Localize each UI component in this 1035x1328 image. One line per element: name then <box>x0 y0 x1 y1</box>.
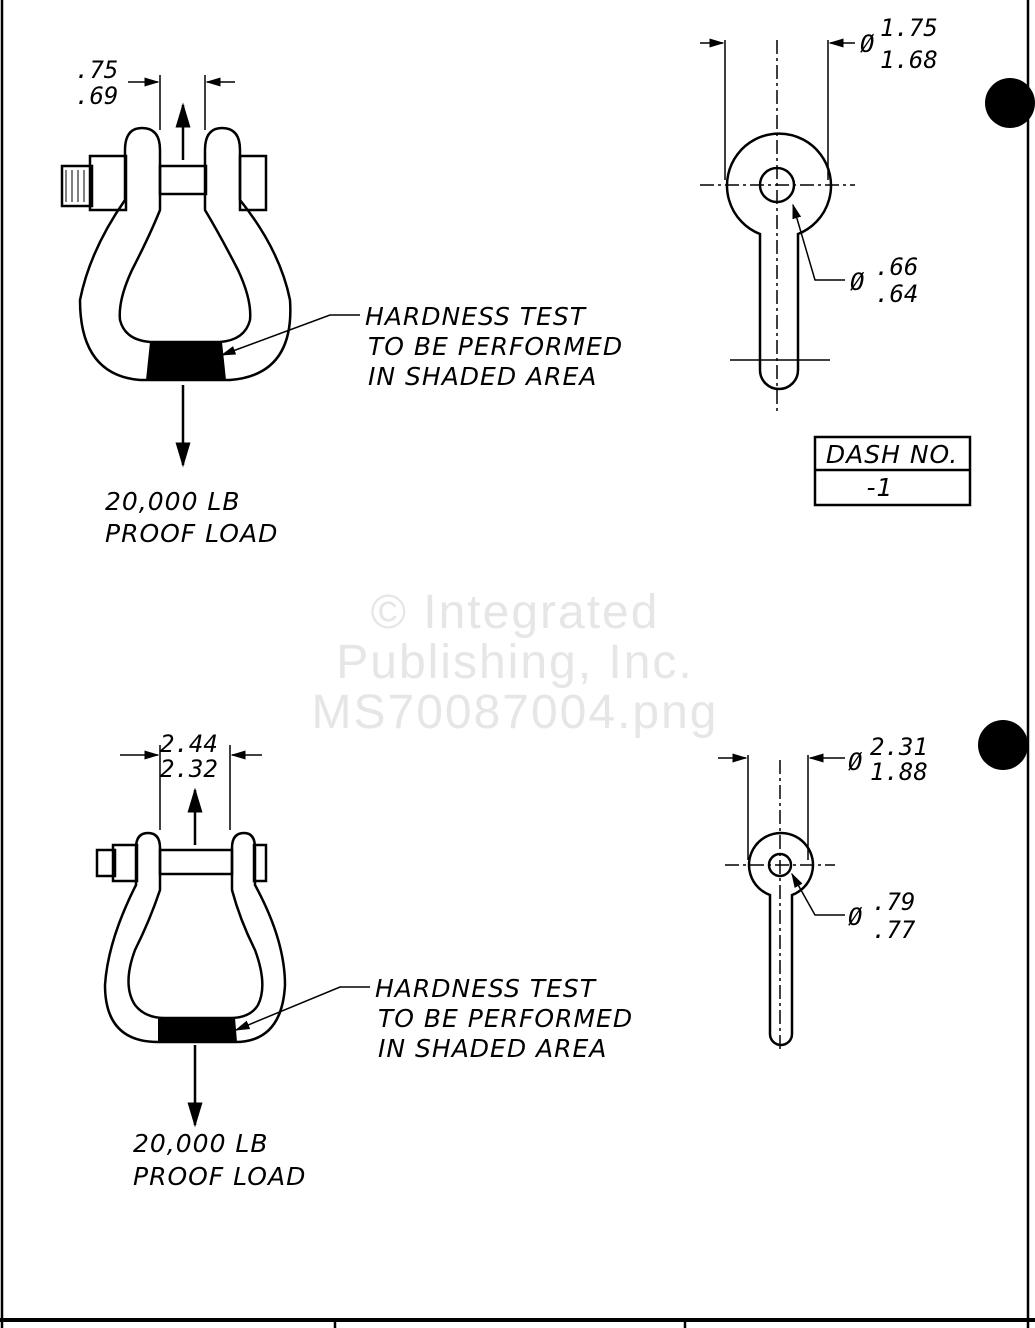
dimension-label: 20,000 LB <box>133 1129 269 1158</box>
dimension-label: .75 <box>75 56 118 84</box>
dimension-label: 1.88 <box>870 758 928 786</box>
drawing-line <box>234 986 370 1031</box>
drawing-line <box>95 848 117 878</box>
dimension-label: PROOF LOAD <box>133 1162 306 1191</box>
drawing-line <box>747 831 815 1047</box>
dimension-label: MS70087004.png <box>312 686 719 739</box>
dimension-label: .64 <box>875 280 918 308</box>
drawing-line <box>158 164 208 196</box>
watermark: © Integrated Publishing, Inc. MS70087004… <box>312 586 719 739</box>
top-shackle-side-view: .75 .69 HARDNESS TEST TO BE PERFORMED IN… <box>60 56 623 548</box>
drawing-line <box>103 831 287 1044</box>
dimension-label: PROOF LOAD <box>105 519 278 548</box>
hardness-test-shaded-area <box>158 1018 237 1042</box>
drawing-line <box>238 154 268 212</box>
dimension-label: 2.44 <box>160 730 218 758</box>
dimension-label: TO BE PERFORMED <box>368 332 623 361</box>
dimension-label: 2.31 <box>870 733 928 761</box>
dimension-label: Ø <box>850 268 865 296</box>
dimension-label: DASH NO. <box>826 440 958 469</box>
dimension-label: © Integrated <box>371 586 660 639</box>
dimension-label: 20,000 LB <box>105 487 241 516</box>
dimension-label: 1.75 <box>880 14 938 42</box>
drawing-line <box>111 843 139 883</box>
dimension-label: .69 <box>75 82 118 110</box>
dimension-label: HARDNESS TEST <box>375 974 597 1003</box>
hardness-test-shaded-area <box>146 342 226 380</box>
binder-hole-icon <box>978 720 1028 770</box>
drawing-line <box>60 164 94 208</box>
dimension-label: Publishing, Inc. <box>336 636 694 689</box>
dimension-label: .77 <box>872 916 916 944</box>
drawing-line <box>78 126 292 382</box>
drawing-line <box>220 314 360 356</box>
binder-hole-icon <box>985 78 1035 128</box>
dimension-label: HARDNESS TEST <box>365 302 587 331</box>
dimension-label: TO BE PERFORMED <box>378 1004 633 1033</box>
dimension-label: 1.68 <box>880 46 938 74</box>
drawing-line <box>792 203 845 281</box>
bottom-shackle-side-view: 2.44 2.32 HARDNESS TEST TO BE PERFORMED … <box>95 730 633 1191</box>
dimension-label: .66 <box>875 253 918 281</box>
drawing-line <box>725 132 833 391</box>
dimension-label: Ø <box>848 903 863 931</box>
drawing-line <box>158 848 234 876</box>
drawing-line <box>88 154 128 212</box>
dimension-label: IN SHADED AREA <box>378 1034 607 1063</box>
dash-number-table: DASH NO. -1 <box>813 435 972 507</box>
top-eye-view: Ø 1.75 1.68 Ø .66 .64 <box>700 14 938 415</box>
drawing-line <box>65 170 85 202</box>
drawing-line <box>791 872 845 916</box>
dimension-label: 2.32 <box>160 755 218 783</box>
bottom-eye-view: Ø 2.31 1.88 Ø .79 .77 <box>718 733 928 1050</box>
dimension-label: .79 <box>872 888 915 916</box>
dimension-label: Ø <box>848 748 863 776</box>
dimension-label: IN SHADED AREA <box>368 362 597 391</box>
dimension-label: -1 <box>867 473 894 502</box>
dimension-label: Ø <box>860 30 875 58</box>
